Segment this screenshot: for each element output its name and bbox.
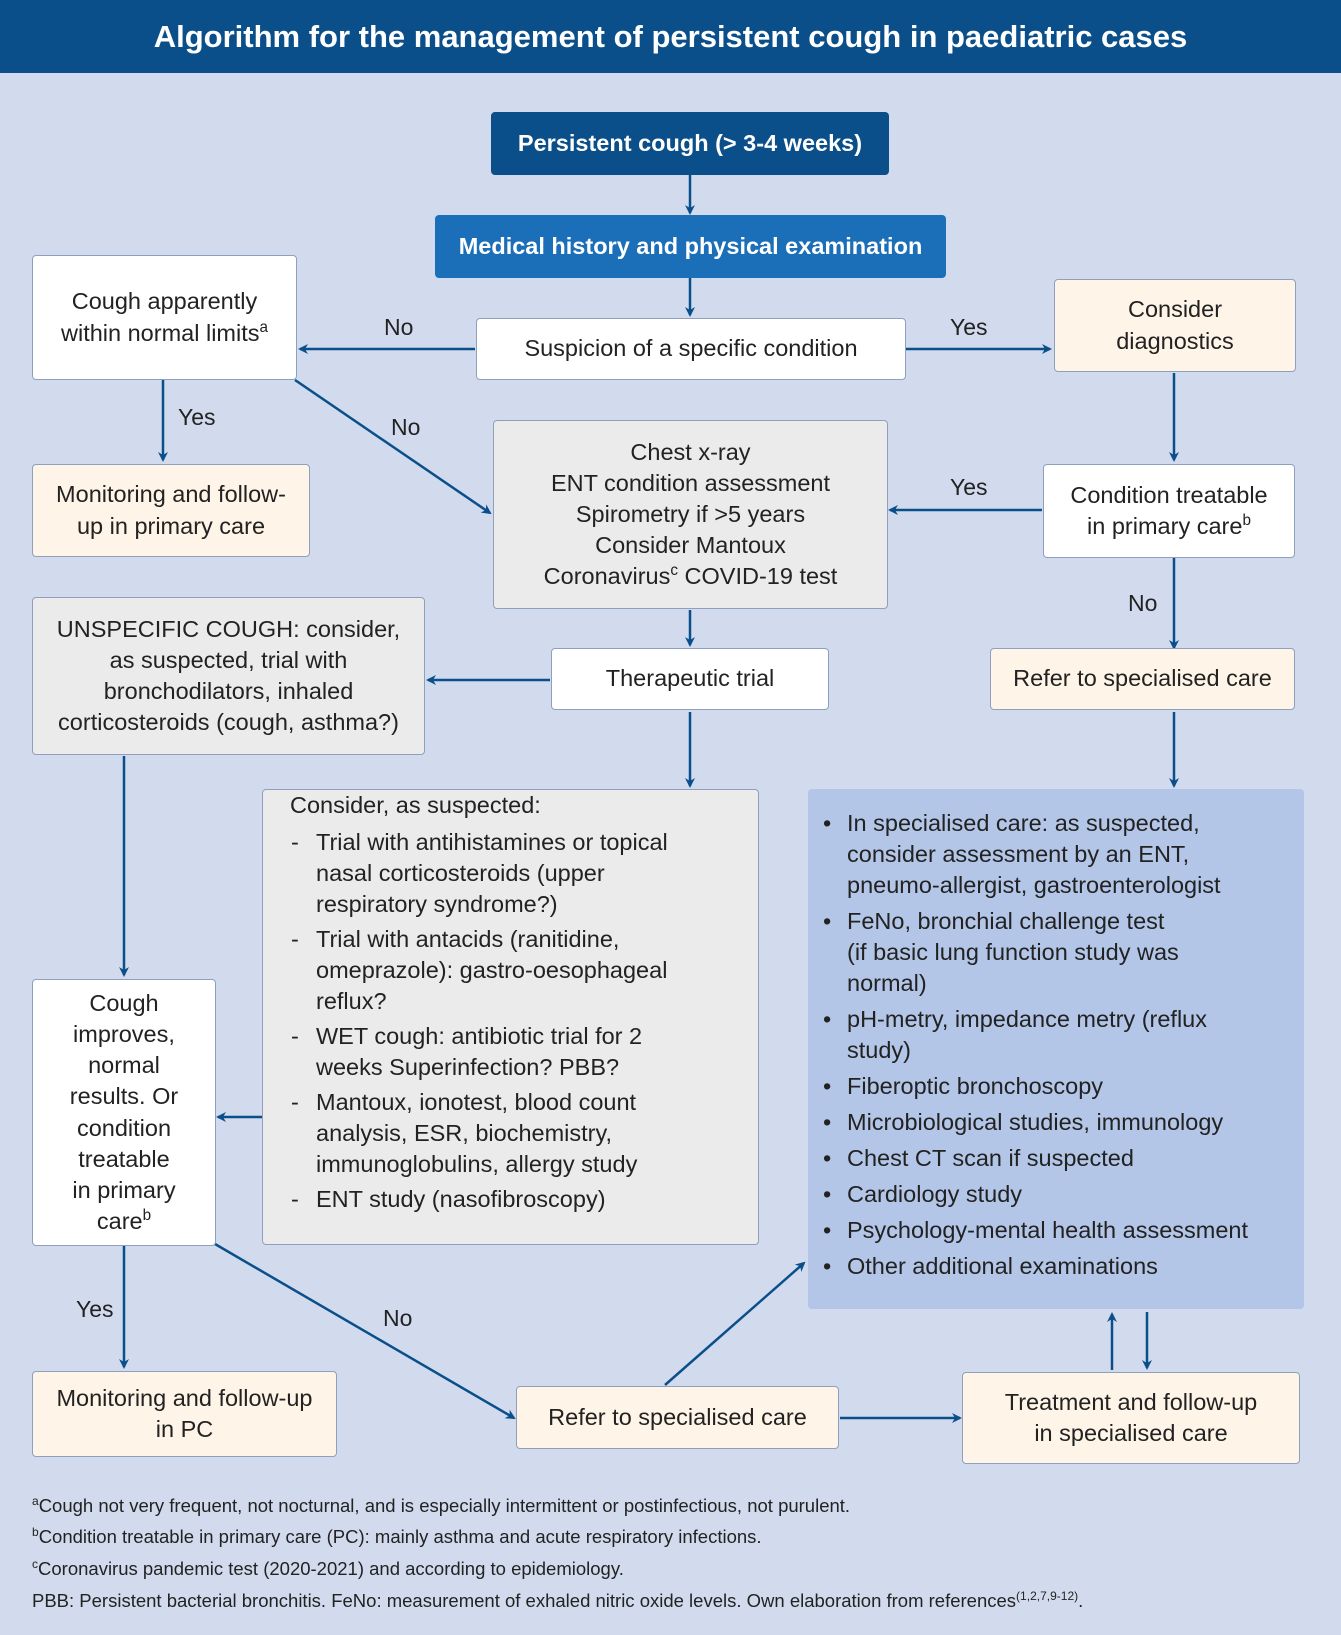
arrow-refer-bottom-to-specialised: [664, 1261, 806, 1386]
treatable-node: Condition treatable in primary careb: [1043, 464, 1295, 558]
tests-node: Chest x-ray ENT condition assessment Spi…: [493, 420, 888, 609]
specialised-item: •Other additional examinations: [823, 1253, 1158, 1280]
consider-diagnostics-node: Consider diagnostics: [1054, 279, 1296, 372]
arrow-improves-to-refer-bottom: [214, 1242, 516, 1420]
specialised-item: •Psychology-mental health assessment: [823, 1217, 1249, 1244]
refer-top-node: Refer to specialised care: [990, 648, 1295, 710]
specialised-item: •Cardiology study: [823, 1181, 1023, 1208]
specialised-item: •Fiberoptic bronchoscopy: [823, 1073, 1104, 1100]
consider-node: [262, 789, 759, 1245]
unspecific-node: UNSPECIFIC COUGH: consider, as suspected…: [32, 597, 425, 755]
test-item: Chest x-ray: [630, 438, 751, 465]
consider-item: -ENT study (nasofibroscopy): [291, 1186, 606, 1213]
specialised-node: [808, 789, 1304, 1309]
refer-bottom-node: Refer to specialised care: [516, 1386, 839, 1449]
label-yes-bottom: Yes: [76, 1296, 114, 1322]
specialised-item: •In specialised care: as suspected,consi…: [823, 810, 1221, 899]
test-item: Spirometry if >5 years: [575, 500, 806, 527]
specialised-list: •In specialised care: as suspected,consi…: [815, 808, 1285, 1287]
arrow-normal-to-tests: [294, 378, 492, 515]
label-yes-monitor: Yes: [178, 404, 216, 430]
label-yes-treatable: Yes: [950, 474, 988, 500]
specialised-item: •Microbiological studies, immunology: [823, 1109, 1224, 1136]
specialised-item: •FeNo, bronchial challenge test(if basic…: [823, 908, 1179, 997]
label-no-normal: No: [384, 314, 414, 340]
label-no-tests: No: [391, 414, 421, 440]
label-no-treatable: No: [1128, 590, 1158, 616]
improves-node: Cough improves, normal results. Or condi…: [32, 979, 216, 1246]
footnote-b: bCondition treatable in primary care (PC…: [32, 1524, 762, 1547]
footnote-abbrev: PBB: Persistent bacterial bronchitis. Fe…: [32, 1588, 1084, 1611]
monitor-primary-node: Monitoring and follow- up in primary car…: [32, 464, 310, 557]
history-node: Medical history and physical examination: [435, 215, 946, 278]
label-yes-diag: Yes: [950, 314, 988, 340]
page-title: Algorithm for the management of persiste…: [0, 0, 1341, 73]
test-item: Consider Mantoux: [595, 532, 786, 558]
consider-intro: Consider, as suspected:: [290, 792, 541, 818]
start-node: Persistent cough (> 3-4 weeks): [491, 112, 889, 175]
treatment-node: Treatment and follow-up in specialised c…: [962, 1372, 1300, 1464]
footnote-c: cCoronavirus pandemic test (2020-2021) a…: [32, 1556, 624, 1579]
monitor-pc-node: Monitoring and follow-up in PC: [32, 1371, 337, 1457]
therapeutic-node: Therapeutic trial: [551, 648, 829, 710]
footnote-a: aCough not very frequent, not nocturnal,…: [32, 1493, 851, 1516]
normal-limits-node: Cough apparently within normal limitsa: [32, 255, 297, 380]
consider-item: -Trial with antacids (ranitidine,omepraz…: [291, 926, 668, 1015]
consider-list: Consider, as suspected: -Trial with anti…: [262, 790, 752, 1219]
label-no-bottom: No: [383, 1305, 413, 1331]
suspicion-node: Suspicion of a specific condition: [476, 318, 906, 380]
specialised-item: •Chest CT scan if suspected: [823, 1145, 1134, 1172]
test-item: ENT condition assessment: [550, 469, 831, 496]
test-item: Coronavirusc COVID-19 test: [543, 562, 838, 590]
